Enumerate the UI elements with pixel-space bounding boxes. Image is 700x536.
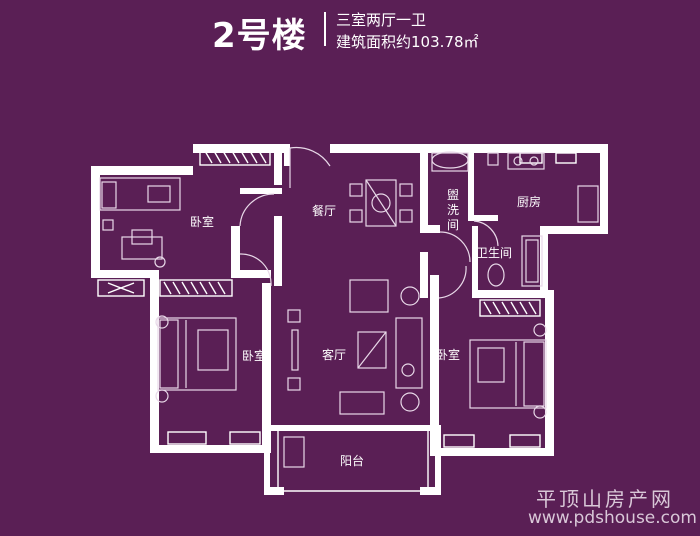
interior-walls xyxy=(240,153,545,298)
doors xyxy=(239,146,499,299)
balcony-rail xyxy=(277,425,429,492)
exterior-walls xyxy=(91,144,608,495)
room-label-kitchen: 厨房 xyxy=(517,195,542,209)
room-label-dining: 餐厅 xyxy=(312,204,337,218)
room-label-living: 客厅 xyxy=(322,348,347,362)
room-label-balcony: 阳台 xyxy=(340,454,365,468)
room-label-bedroom-top: 卧室 xyxy=(190,215,215,229)
room-label-bedroom-left: 卧室 xyxy=(242,349,267,363)
room-label-bathroom: 卫生间 xyxy=(476,246,513,260)
floor-area: 建筑面积约103.78㎡ xyxy=(336,33,479,51)
window-marks xyxy=(97,148,577,448)
building-number: 2号楼 xyxy=(212,16,307,56)
watermark-url: www.pdshouse.com xyxy=(528,508,697,528)
room-label-bedroom-right: 卧室 xyxy=(436,348,461,362)
layout-type: 三室两厅一卫 xyxy=(336,11,427,29)
watermark-site-name: 平顶山房产网 xyxy=(536,487,674,511)
header-divider xyxy=(324,12,326,46)
plan-header: 2号楼 三室两厅一卫 建筑面积约103.78㎡ xyxy=(0,0,700,60)
room-label-laundry: 盥洗间 xyxy=(446,188,459,232)
furniture xyxy=(99,151,599,468)
